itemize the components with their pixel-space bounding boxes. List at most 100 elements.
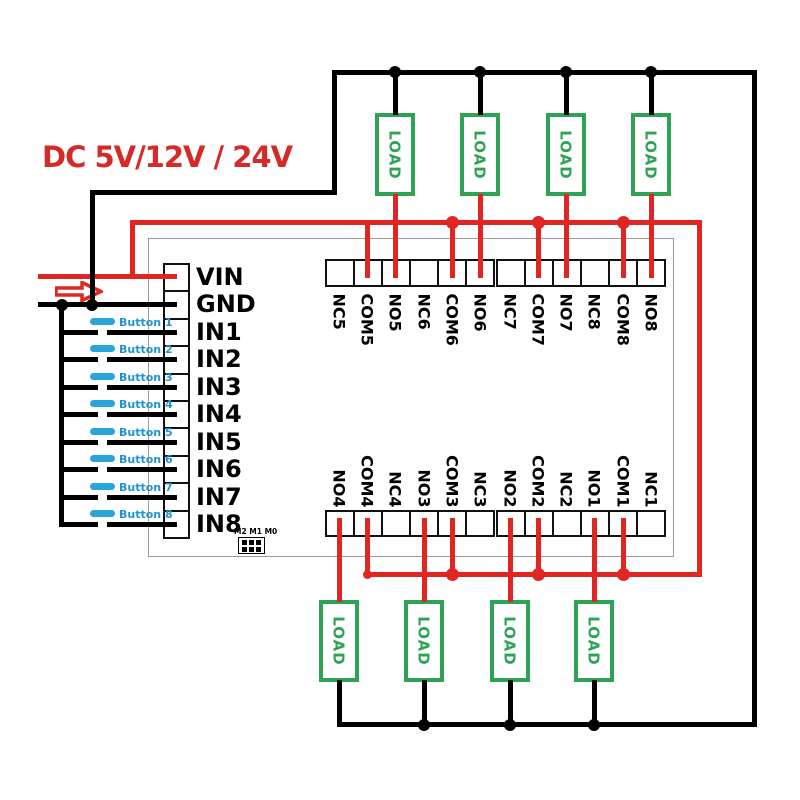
wire-red-no2-load bbox=[508, 518, 513, 602]
terminal-label-no3: NO3 bbox=[414, 469, 434, 508]
jumper-pin bbox=[249, 540, 254, 545]
jumper-pin bbox=[242, 540, 247, 545]
wire-black-load4-return bbox=[337, 680, 342, 727]
junction-dot bbox=[56, 299, 68, 311]
terminal-label-in4: IN4 bbox=[196, 400, 242, 428]
wire-black-in6-right bbox=[107, 467, 177, 472]
button-2-cap bbox=[90, 345, 115, 352]
terminal-label-com8: COM8 bbox=[613, 293, 633, 346]
terminal-label-no6: NO6 bbox=[470, 293, 490, 332]
terminal-label-nc4: NC4 bbox=[385, 471, 405, 508]
button-3-cap bbox=[90, 373, 115, 380]
terminal-label-in1: IN1 bbox=[196, 318, 242, 346]
relay-terminal-strip-bottom-left bbox=[325, 510, 495, 537]
terminal-label-nc6: NC6 bbox=[414, 293, 434, 330]
wire-black-in5-left bbox=[59, 440, 98, 445]
button-2-label: Button 2 bbox=[119, 343, 173, 356]
button-1-label: Button 1 bbox=[119, 316, 173, 329]
terminal-cell bbox=[636, 510, 666, 537]
load-label: LOAD bbox=[642, 129, 660, 180]
terminal-label-vin: VIN bbox=[196, 263, 244, 291]
load-label: LOAD bbox=[386, 129, 404, 180]
wire-red-com1-drop bbox=[621, 518, 626, 576]
load-box-8: LOAD bbox=[631, 113, 671, 196]
terminal-label-nc8: NC8 bbox=[584, 293, 604, 330]
wire-black-in4-left bbox=[59, 412, 98, 417]
wire-red-no4-load bbox=[337, 518, 342, 602]
wire-black-in1-left bbox=[59, 330, 98, 335]
button-6-cap bbox=[90, 455, 115, 462]
load-box-2: LOAD bbox=[490, 600, 530, 682]
terminal-label-no1: NO1 bbox=[584, 469, 604, 508]
junction-dot bbox=[504, 719, 516, 731]
wire-red-com2-drop bbox=[536, 518, 541, 576]
wire-black-in1-right bbox=[107, 330, 177, 335]
terminal-label-in7: IN7 bbox=[196, 483, 242, 511]
wire-black-bottom-bus bbox=[337, 722, 757, 727]
wire-black-left-horiz bbox=[90, 190, 337, 195]
button-5-label: Button 5 bbox=[119, 426, 173, 439]
power-supply-label: DC 5V/12V / 24V bbox=[42, 140, 293, 174]
wire-red-no7-load bbox=[564, 194, 569, 278]
terminal-label-in5: IN5 bbox=[196, 428, 242, 456]
load-label: LOAD bbox=[415, 616, 433, 666]
terminal-label-com3: COM3 bbox=[442, 455, 462, 508]
load-label: LOAD bbox=[330, 616, 348, 666]
terminal-label-com6: COM6 bbox=[442, 293, 462, 346]
wire-black-in8-right bbox=[107, 522, 177, 527]
wire-black-right-return bbox=[752, 70, 757, 727]
load-label: LOAD bbox=[585, 616, 603, 666]
terminal-cell bbox=[552, 510, 582, 537]
terminal-label-nc1: NC1 bbox=[641, 471, 661, 508]
relay-board-outline bbox=[148, 238, 674, 557]
terminal-label-in8: IN8 bbox=[196, 510, 242, 538]
junction-dot-red bbox=[363, 570, 372, 579]
wire-black-load2-return bbox=[508, 680, 513, 727]
terminal-label-in6: IN6 bbox=[196, 455, 242, 483]
relay-terminal-strip-top-left bbox=[325, 259, 495, 287]
terminal-cell bbox=[465, 510, 495, 537]
mode-jumper-block bbox=[238, 537, 265, 554]
wire-red-vin-riser bbox=[130, 220, 135, 279]
wire-red-no3-load bbox=[422, 518, 427, 602]
terminal-label-gnd: GND bbox=[196, 290, 256, 318]
terminal-cell bbox=[409, 259, 439, 287]
wire-black-load5-stub bbox=[393, 70, 398, 115]
wire-red-no5-load bbox=[393, 194, 398, 278]
button-7-label: Button 7 bbox=[119, 481, 173, 494]
junction-dot bbox=[560, 66, 572, 78]
wire-black-in8-left bbox=[59, 522, 98, 527]
button-8-cap bbox=[90, 510, 115, 517]
load-box-1: LOAD bbox=[574, 600, 614, 682]
wire-red-vin-feed bbox=[38, 274, 177, 279]
wire-black-load1-return bbox=[592, 680, 597, 727]
wire-black-in3-left bbox=[59, 385, 98, 390]
load-label: LOAD bbox=[557, 129, 575, 180]
terminal-cell bbox=[325, 259, 355, 287]
junction-dot-red bbox=[532, 568, 545, 581]
terminal-label-no2: NO2 bbox=[500, 469, 520, 508]
terminal-label-no7: NO7 bbox=[556, 293, 576, 332]
junction-dot-red bbox=[617, 216, 630, 229]
wire-black-gnd-riser bbox=[90, 190, 95, 307]
terminal-label-no4: NO4 bbox=[329, 469, 349, 508]
load-box-6: LOAD bbox=[460, 113, 500, 196]
button-8-label: Button 8 bbox=[119, 508, 173, 521]
junction-dot bbox=[645, 66, 657, 78]
wire-black-in6-left bbox=[59, 467, 98, 472]
wire-black-in2-left bbox=[59, 357, 98, 362]
load-box-4: LOAD bbox=[319, 600, 359, 682]
junction-dot bbox=[588, 719, 600, 731]
wire-red-no1-load bbox=[592, 518, 597, 602]
junction-dot-red bbox=[532, 216, 545, 229]
wire-black-load7-stub bbox=[564, 70, 569, 115]
terminal-cell bbox=[580, 259, 610, 287]
jumper-pin bbox=[256, 547, 261, 552]
wire-red-com-bus-top bbox=[130, 220, 702, 225]
wire-black-in5-right bbox=[107, 440, 177, 445]
jumper-pin bbox=[256, 540, 261, 545]
wire-red-com3-drop bbox=[450, 518, 455, 576]
junction-dot-red bbox=[446, 568, 459, 581]
button-6-label: Button 6 bbox=[119, 453, 173, 466]
